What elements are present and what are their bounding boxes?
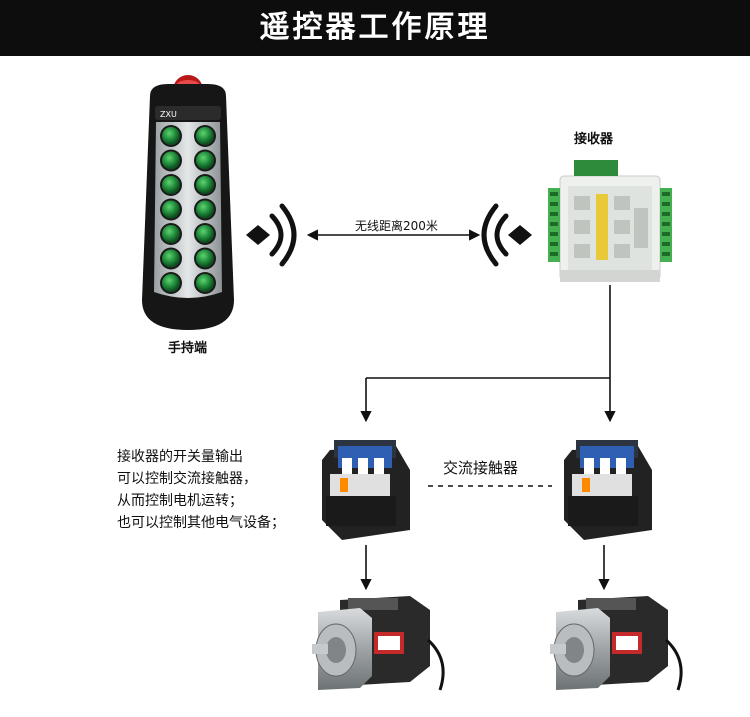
note-line: 可以控制交流接触器，	[117, 471, 257, 487]
remote-button	[162, 225, 180, 243]
remote-button	[196, 225, 214, 243]
remote-button-grid	[160, 125, 216, 294]
servo-motor-left	[312, 596, 445, 691]
handheld-remote: ZXU	[142, 75, 234, 330]
wireless-distance-label: 无线距离200米	[355, 219, 438, 233]
signal-icon-left	[246, 203, 297, 267]
remote-button	[196, 200, 214, 219]
receiver-label: 接收器	[574, 132, 614, 147]
contactor-label: 交流接触器	[443, 459, 519, 477]
contactor-right	[564, 440, 652, 540]
note-line: 从而控制电机运转；	[117, 493, 243, 509]
remote-button	[196, 127, 214, 145]
remote-button	[196, 151, 214, 170]
receiver-module	[548, 160, 672, 282]
servo-motor-right	[550, 596, 683, 691]
remote-brand-text: ZXU	[160, 110, 177, 119]
signal-icon-right	[481, 203, 532, 267]
remote-button	[196, 249, 214, 268]
remote-button	[196, 176, 214, 194]
contactor-left	[322, 440, 410, 540]
remote-button	[162, 249, 180, 268]
remote-button	[162, 127, 180, 145]
control-wiring	[360, 285, 616, 423]
remote-button	[162, 151, 180, 170]
header-bar: 遥控器工作原理	[0, 0, 750, 56]
remote-button	[162, 176, 180, 194]
handheld-label: 手持端	[168, 341, 208, 356]
note-line: 接收器的开关量输出	[117, 449, 243, 465]
note-line: 也可以控制其他电气设备；	[117, 515, 285, 531]
remote-button	[196, 274, 214, 292]
remote-button	[162, 274, 180, 292]
explanation-note: 接收器的开关量输出 可以控制交流接触器， 从而控制电机运转； 也可以控制其他电气…	[117, 446, 285, 534]
remote-button	[162, 200, 180, 219]
page-title: 遥控器工作原理	[259, 10, 491, 45]
